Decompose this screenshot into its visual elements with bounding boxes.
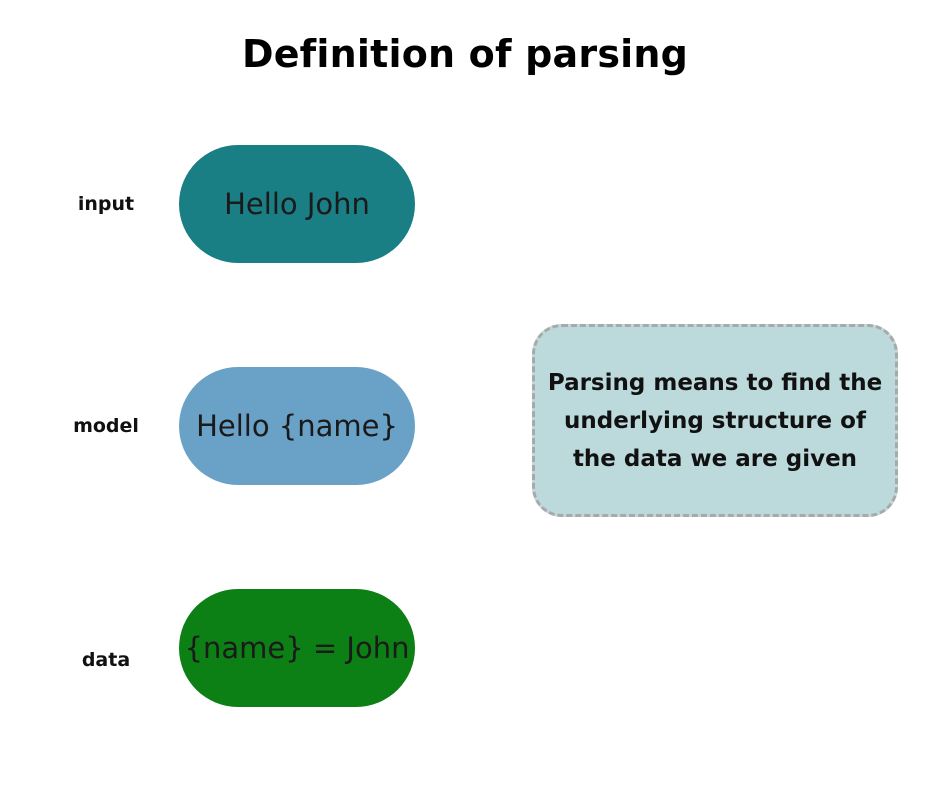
data-label: data <box>81 649 131 671</box>
input-node-text: Hello John <box>224 187 370 221</box>
model-label: model <box>73 415 139 437</box>
data-node: {name} = John <box>179 589 415 707</box>
definition-note-text: Parsing means to find the underlying str… <box>547 369 883 472</box>
diagram-title: Definition of parsing <box>241 32 689 76</box>
model-node-text: Hello {name} <box>196 409 398 443</box>
data-node-text: {name} = John <box>184 631 410 665</box>
definition-note: Parsing means to find the underlying str… <box>532 324 898 517</box>
input-node: Hello John <box>179 145 415 263</box>
model-node: Hello {name} <box>179 367 415 485</box>
input-label: input <box>77 193 135 215</box>
